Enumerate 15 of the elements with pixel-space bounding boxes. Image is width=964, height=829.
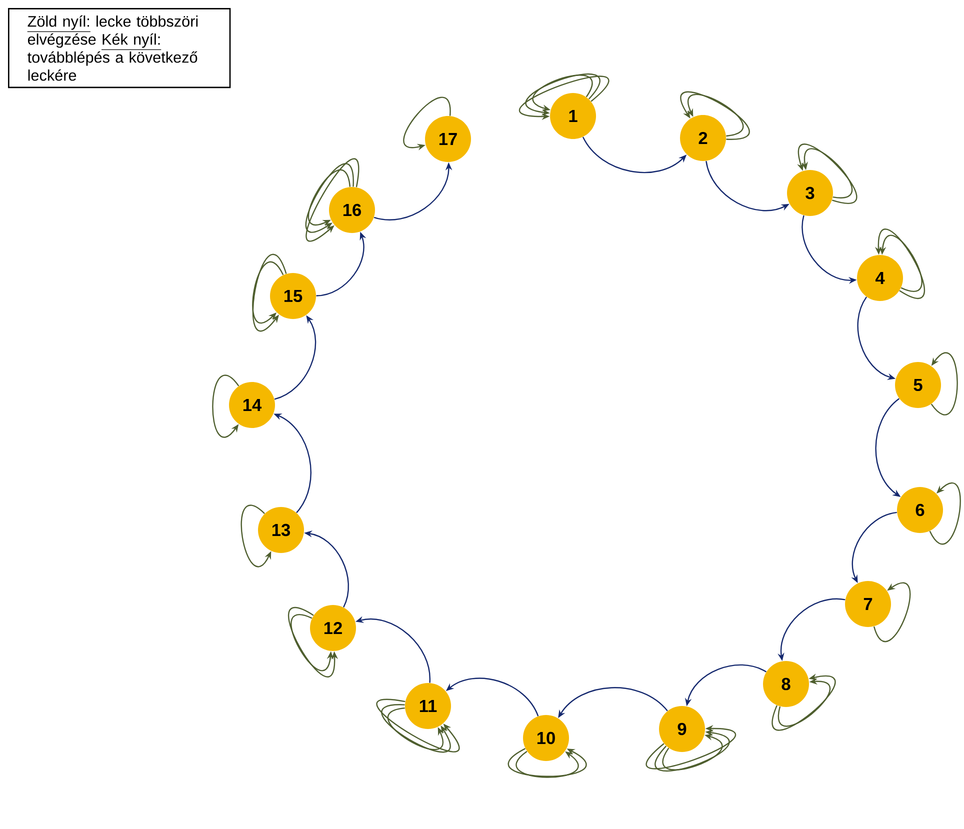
- loop-arrow: [306, 159, 360, 242]
- loop-arrow: [382, 704, 450, 753]
- loop-arrow: [377, 698, 460, 752]
- loop-arrow: [212, 374, 240, 438]
- loop-arrow: [305, 164, 354, 232]
- loop-arrow: [240, 504, 272, 568]
- loop-arrow: [873, 582, 911, 642]
- loop-arrow: [252, 262, 284, 324]
- loop-arrow: [680, 91, 750, 140]
- loop-arrow: [929, 482, 961, 544]
- loop-arrow: [516, 750, 579, 778]
- loop-arrow: [252, 254, 287, 332]
- loop-arrow: [930, 352, 958, 416]
- legend-box: Zöld nyíl: lecke többszöri elvégzése Kék nyíl: továbblépés a következő leckére: [8, 8, 231, 88]
- loop-arrow: [508, 748, 587, 777]
